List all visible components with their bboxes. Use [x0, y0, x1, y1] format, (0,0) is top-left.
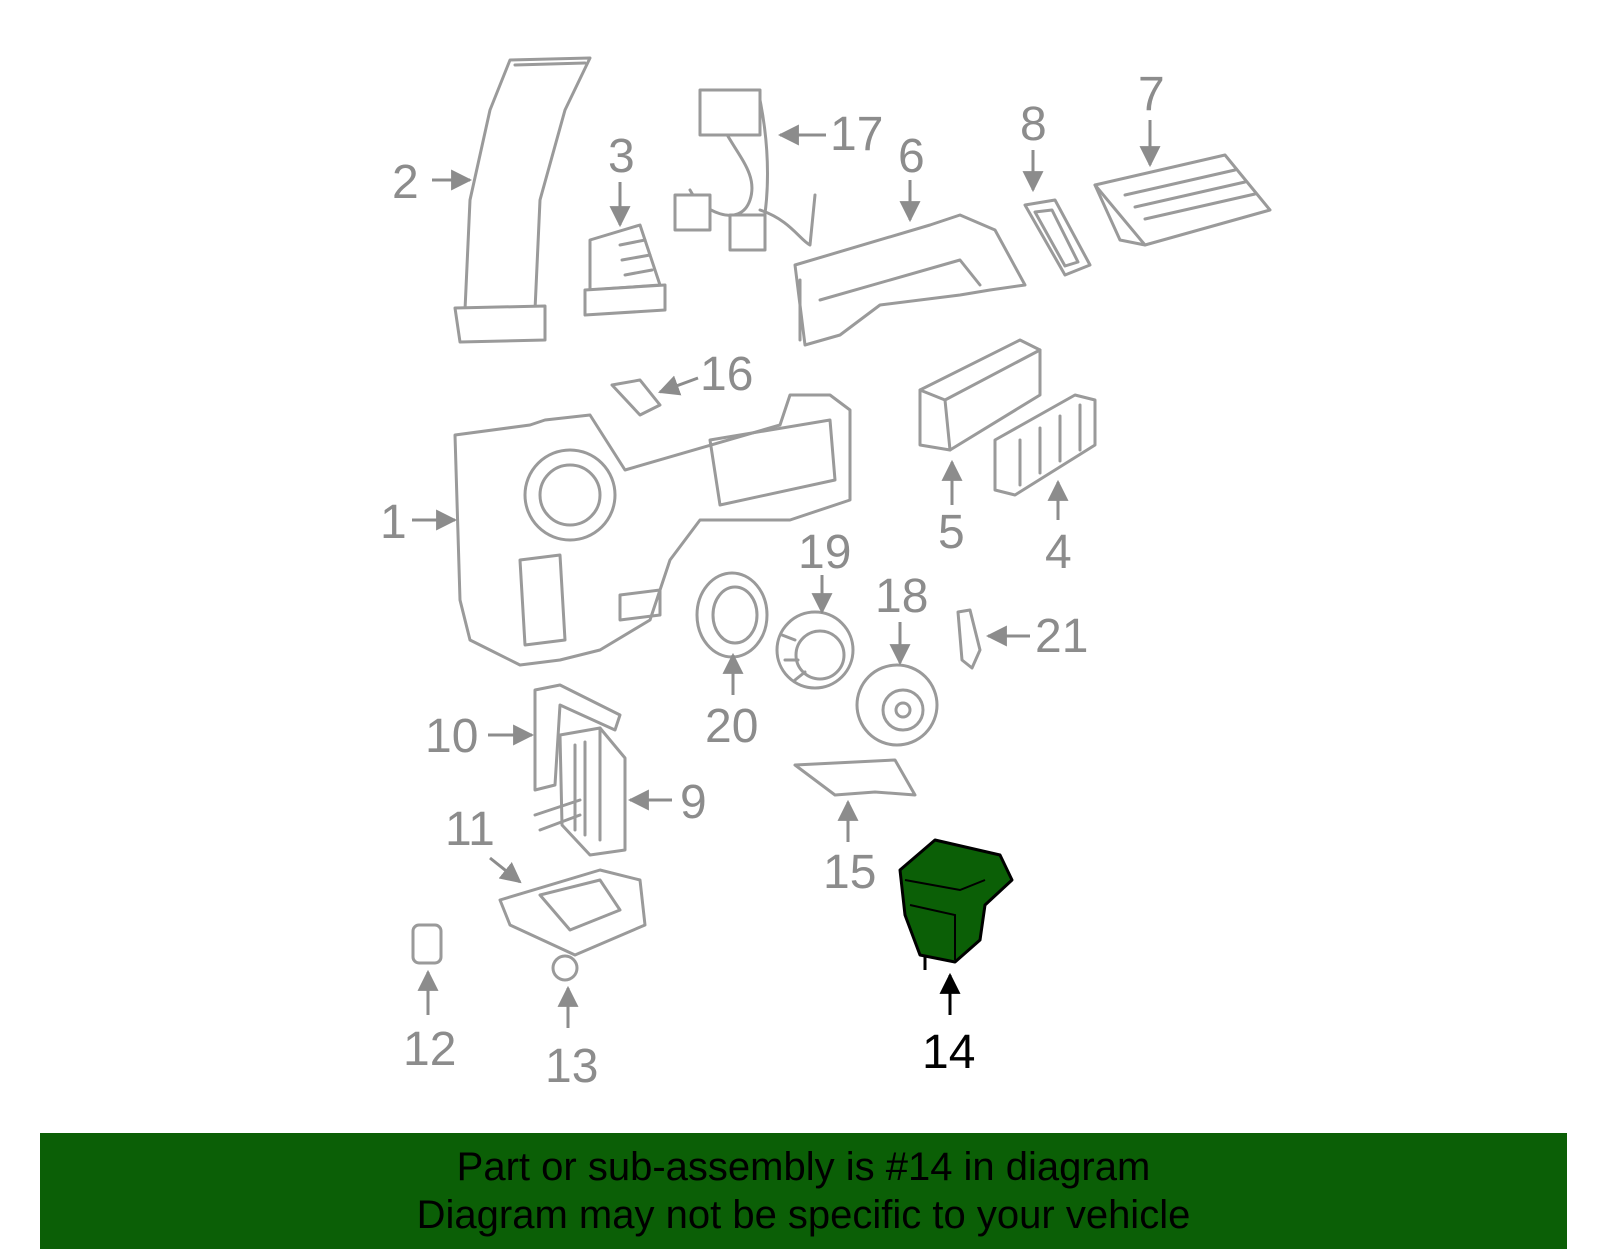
callout-9: 9 [627, 776, 707, 829]
callout-21: 21 [985, 610, 1088, 663]
callout-18: 18 [875, 570, 928, 666]
svg-text:10: 10 [425, 710, 478, 763]
svg-text:21: 21 [1035, 610, 1088, 663]
callout-19: 19 [798, 526, 851, 615]
callout-20: 20 [705, 652, 758, 753]
part-9-evaporator [533, 726, 627, 857]
svg-text:4: 4 [1045, 526, 1072, 579]
svg-text:17: 17 [830, 108, 883, 161]
part-18-motor [855, 663, 939, 747]
part-2-duct [453, 56, 592, 344]
banner-line-1: Part or sub-assembly is #14 in diagram [456, 1145, 1151, 1189]
callout-6: 6 [898, 130, 925, 223]
svg-text:9: 9 [680, 776, 707, 829]
banner-line-2: Diagram may not be specific to your vehi… [416, 1193, 1191, 1237]
callout-1: 1 [380, 496, 458, 549]
part-15-bracket [793, 758, 917, 797]
callout-8: 8 [1020, 98, 1047, 193]
callout-17: 17 [777, 108, 883, 161]
part-3-vent [583, 223, 667, 317]
callout-12: 12 [403, 969, 456, 1076]
part-6-duct [793, 213, 1027, 347]
part-21-bracket [956, 608, 982, 670]
callout-13: 13 [545, 985, 598, 1093]
part-1-housing [453, 393, 852, 667]
svg-text:3: 3 [608, 130, 635, 183]
svg-text:7: 7 [1138, 68, 1165, 121]
part-16-clip [610, 378, 662, 417]
part-11-tray [498, 868, 647, 957]
callout-10: 10 [425, 710, 535, 763]
svg-text:11: 11 [445, 803, 495, 856]
callout-11: 11 [445, 803, 522, 884]
svg-text:6: 6 [898, 130, 925, 183]
callout-7: 7 [1138, 68, 1165, 168]
svg-text:2: 2 [392, 156, 419, 209]
svg-text:20: 20 [705, 700, 758, 753]
part-7-grille [1093, 153, 1272, 247]
callout-14: 14 [922, 972, 975, 1079]
svg-text:5: 5 [938, 506, 965, 559]
part-19-wheel [775, 610, 855, 690]
svg-text:13: 13 [545, 1040, 598, 1093]
part-8-gasket [1023, 198, 1092, 277]
part-17-harness [673, 88, 817, 252]
part-12-grommet [411, 923, 443, 965]
part-10-seal [533, 683, 622, 792]
svg-text:12: 12 [403, 1023, 456, 1076]
svg-text:16: 16 [700, 348, 753, 401]
callout-2: 2 [392, 156, 473, 209]
svg-text:19: 19 [798, 526, 851, 579]
callout-3: 3 [608, 130, 635, 228]
callout-16: 16 [658, 348, 753, 401]
part-5-box [918, 338, 1042, 452]
part-14-actuator-highlighted [898, 838, 1014, 970]
svg-text:15: 15 [823, 846, 876, 899]
part-20-ring [695, 571, 769, 659]
part-13-plug [551, 954, 579, 982]
callout-5: 5 [938, 459, 965, 559]
callout-15: 15 [823, 799, 876, 899]
svg-text:8: 8 [1020, 98, 1047, 151]
svg-text:1: 1 [380, 496, 407, 549]
info-banner: Part or sub-assembly is #14 in diagram D… [40, 1133, 1567, 1249]
part-4-core [993, 393, 1097, 497]
callout-4: 4 [1045, 479, 1072, 579]
svg-text:14: 14 [922, 1026, 975, 1079]
svg-text:18: 18 [875, 570, 928, 623]
